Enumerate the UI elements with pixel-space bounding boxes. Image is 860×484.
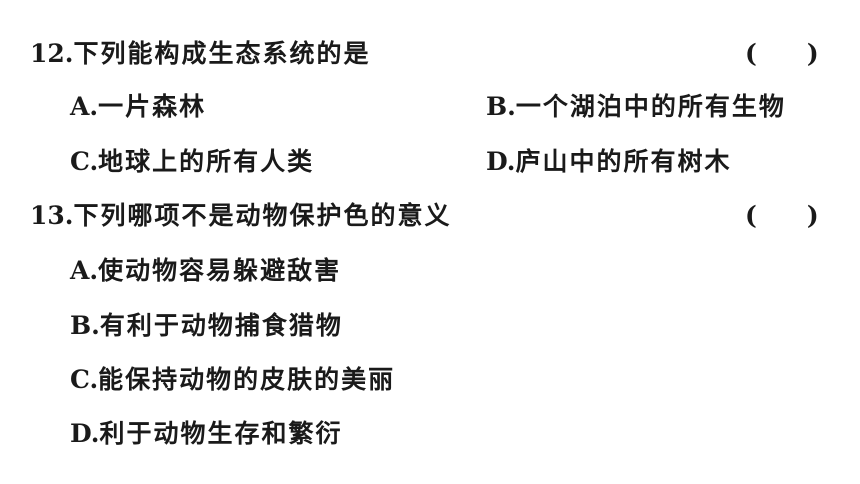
option-letter: B. [70,311,100,340]
option-letter: C. [70,147,99,176]
question-text: 下列能构成生态系统的是 [73,39,371,68]
option-text: 能保持动物的皮肤的美丽 [98,365,396,394]
option-letter: D. [70,419,100,448]
option-letter: B. [486,92,516,121]
option-letter: D. [486,147,516,176]
question-number: 13. [30,201,74,230]
option-text: 利于动物生存和繁衍 [99,419,343,448]
option-letter: C. [70,365,99,394]
question-12-option-d: D.庐山中的所有树木 [486,145,732,179]
option-text: 使动物容易躲避敌害 [98,256,342,285]
option-text: 一片森林 [98,92,207,121]
answer-bracket: ( ) [745,201,819,230]
question-13-option-c: C.能保持动物的皮肤的美丽 [70,363,395,397]
option-text: 有利于动物捕食猎物 [99,311,343,340]
answer-bracket: ( ) [745,39,819,68]
question-text: 下列哪项不是动物保护色的意义 [73,201,452,230]
option-letter: A. [70,92,99,121]
question-12-option-a: A.一片森林 [70,90,206,124]
question-13-stem: 13.下列哪项不是动物保护色的意义 [30,199,452,233]
question-number: 12. [30,39,74,68]
option-text: 庐山中的所有树木 [515,147,732,176]
question-12-stem: 12.下列能构成生态系统的是 [30,37,371,71]
question-12-option-b: B.一个湖泊中的所有生物 [486,90,786,124]
question-13-option-b: B.有利于动物捕食猎物 [70,309,343,343]
option-letter: A. [70,256,99,285]
question-12-option-c: C.地球上的所有人类 [70,145,314,179]
option-text: 一个湖泊中的所有生物 [515,92,786,121]
question-13-option-a: A.使动物容易躲避敌害 [70,254,341,288]
option-text: 地球上的所有人类 [98,147,315,176]
question-13-option-d: D.利于动物生存和繁衍 [70,417,343,451]
